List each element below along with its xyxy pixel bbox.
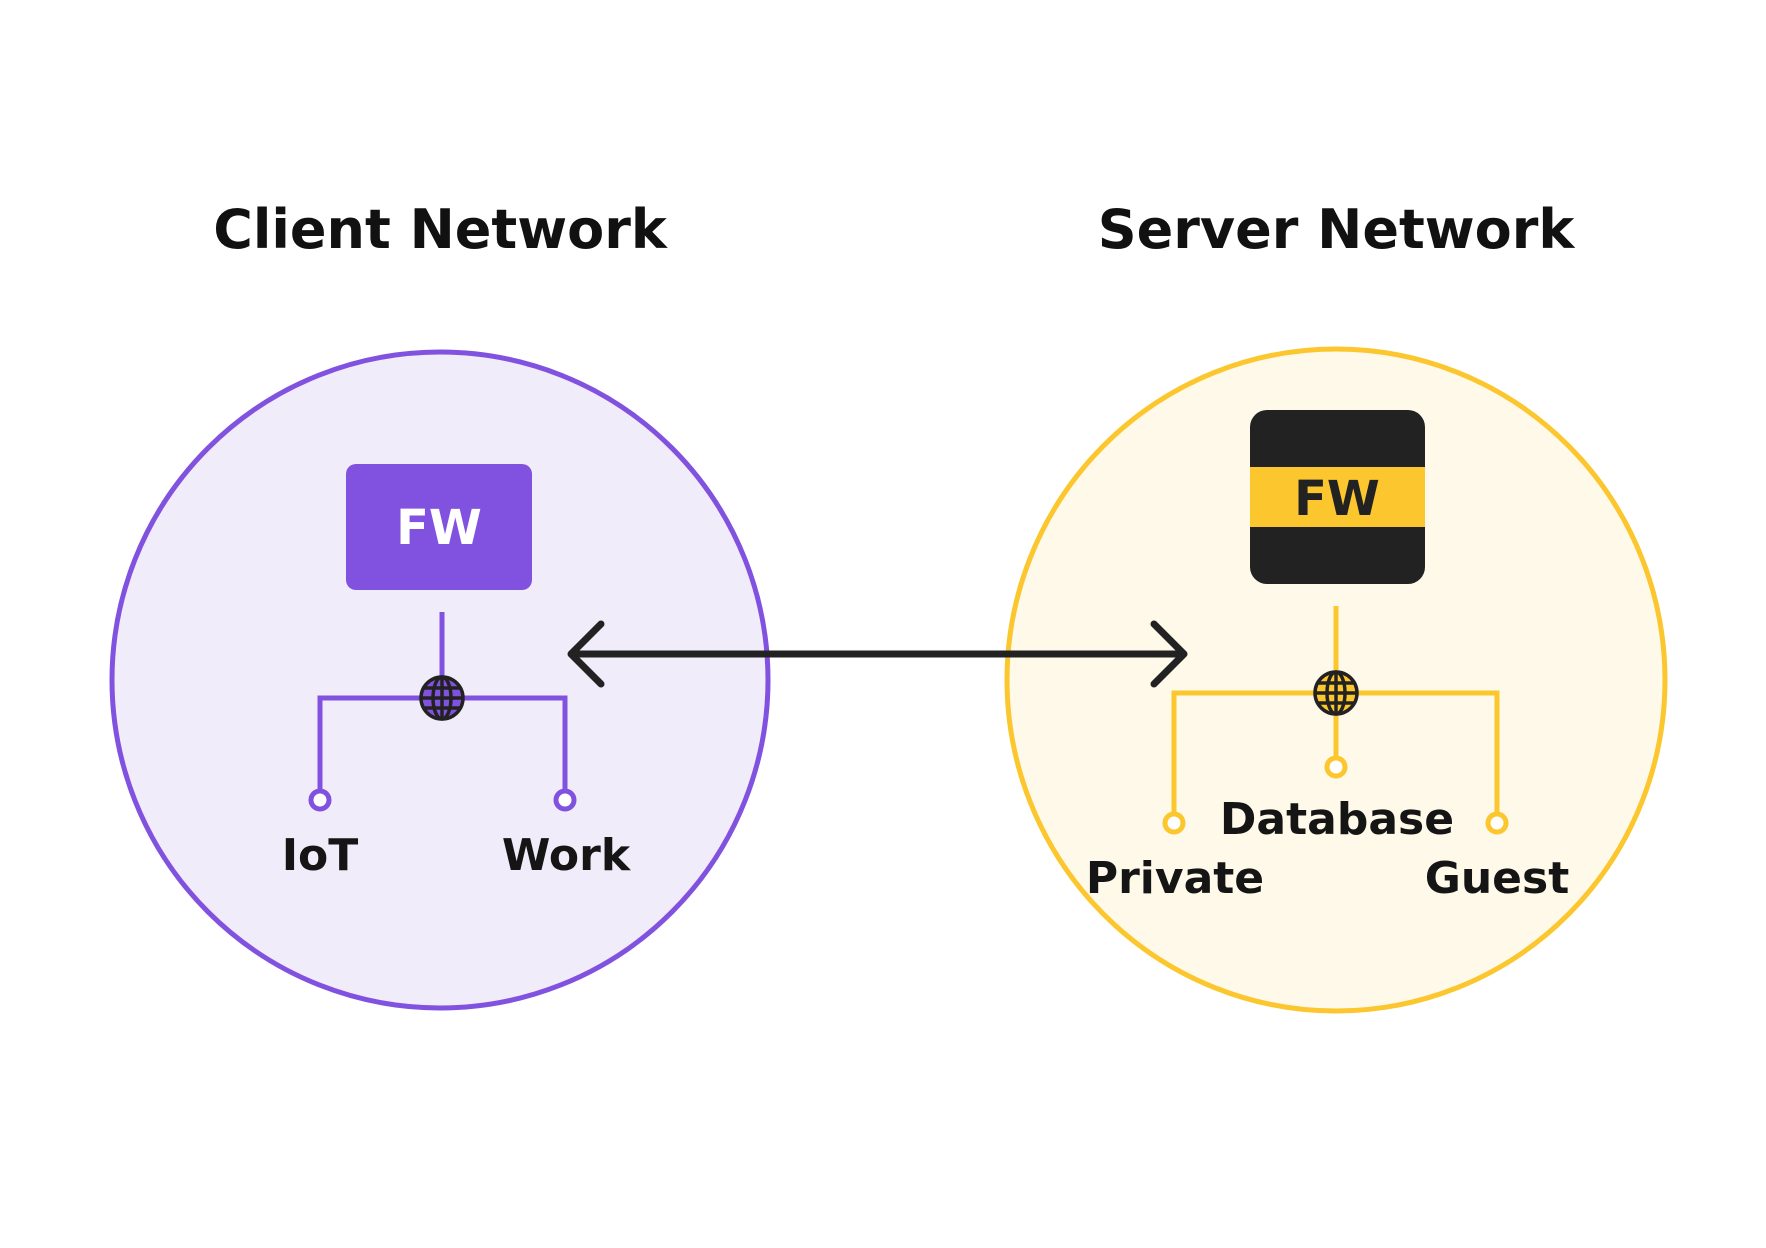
client-firewall-box — [346, 464, 532, 590]
client-network: FW IoT Work — [109, 349, 771, 1011]
server-segment-label: Private — [1086, 853, 1264, 904]
globe-icon — [1313, 670, 1359, 716]
server-endpoint-database — [1324, 755, 1348, 779]
client-network-title: Client Network — [213, 198, 668, 261]
server-firewall-label: FW — [1294, 471, 1380, 527]
server-segment-label: Guest — [1425, 853, 1570, 904]
client-endpoint-work — [553, 788, 577, 812]
bidirectional-arrow-icon — [567, 620, 1188, 688]
client-firewall: FW — [346, 464, 532, 590]
client-segment-label: IoT — [282, 830, 359, 881]
server-firewall-band — [1250, 467, 1425, 527]
server-network: FW Private Database Guest — [1004, 346, 1668, 1014]
server-segment-label: Database — [1220, 794, 1454, 845]
server-firewall: FW — [1250, 410, 1425, 584]
server-endpoint-guest — [1485, 811, 1509, 835]
server-network-title: Server Network — [1098, 198, 1576, 261]
client-endpoint-iot — [308, 788, 332, 812]
client-firewall-label: FW — [396, 500, 482, 556]
server-endpoint-private — [1162, 811, 1186, 835]
globe-icon — [419, 675, 465, 721]
client-segment-label: Work — [502, 830, 632, 881]
